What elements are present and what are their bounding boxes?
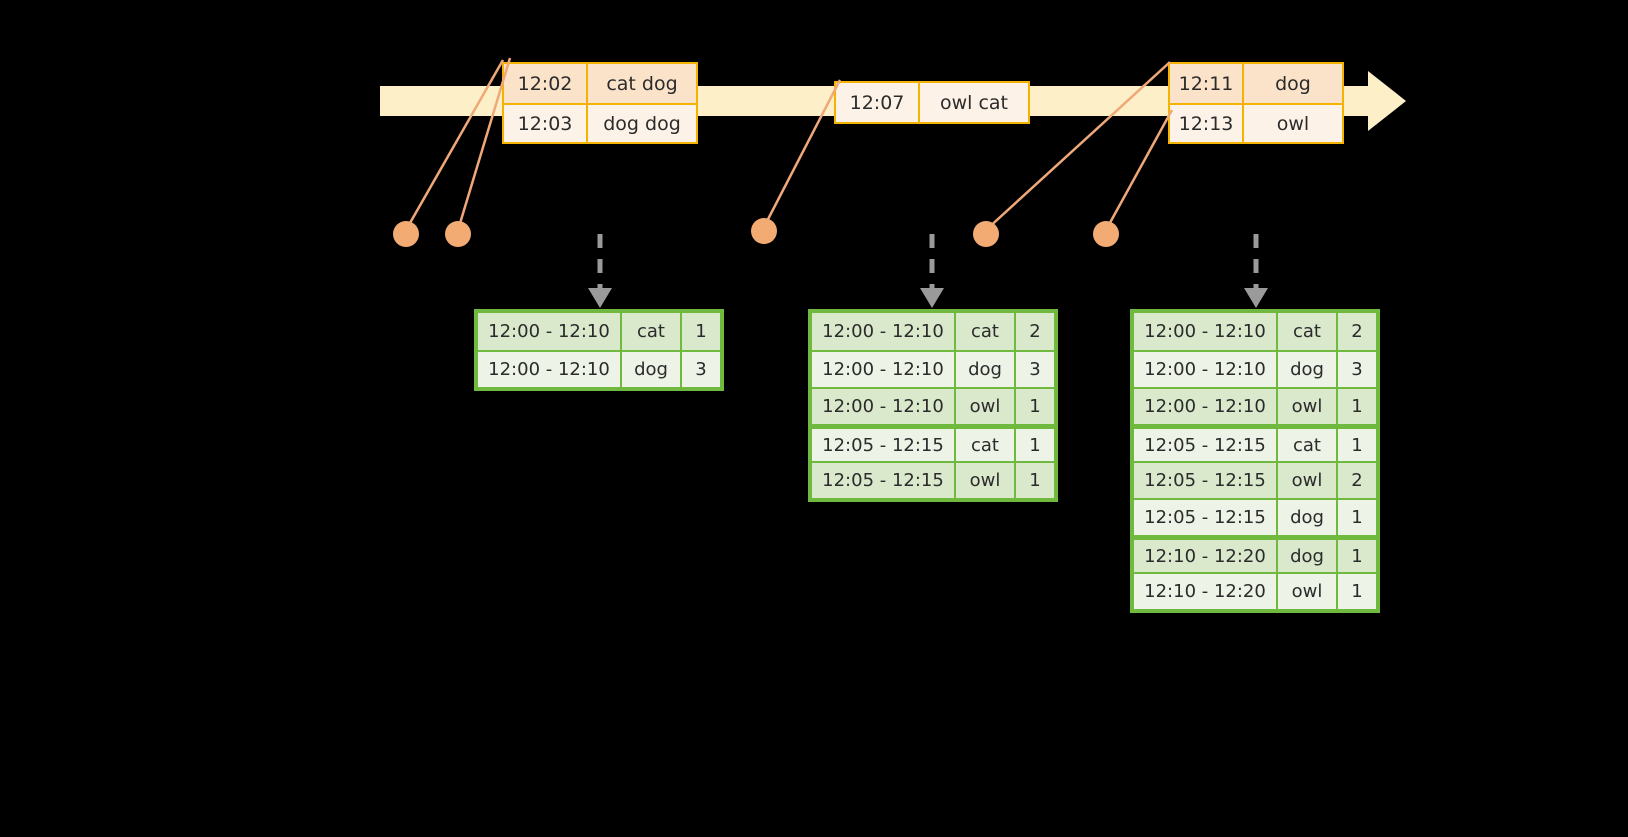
event-group-b[interactable]: 12:07 owl cat [834, 81, 1030, 124]
count-cell: 1 [1351, 396, 1363, 417]
event-words: dog [1275, 72, 1311, 95]
event-dot[interactable] [1093, 221, 1119, 247]
timeline-arrowhead-icon [1368, 71, 1406, 131]
table-row[interactable]: 12:10 - 12:20 owl 1 [1134, 572, 1376, 609]
table-row[interactable]: 12:00 - 12:10 cat 2 [1134, 313, 1376, 350]
count-cell: 1 [1029, 396, 1041, 417]
word-cell: dog [1278, 352, 1338, 387]
event-group-c[interactable]: 12:11 dog 12:13 owl [1168, 62, 1344, 144]
table-row[interactable]: 12:00 - 12:10 cat 2 [812, 313, 1054, 350]
word-cell: dog [622, 352, 682, 387]
table-row[interactable]: 12:05 - 12:15 cat 1 [812, 424, 1054, 461]
window-cell: 12:05 - 12:15 [812, 463, 956, 498]
window-cell: 12:00 - 12:10 [478, 352, 622, 387]
word-cell: cat [956, 313, 1016, 350]
table-row[interactable]: 12:00 - 12:10 owl 1 [1134, 387, 1376, 424]
event-time: 12:13 [1170, 105, 1244, 142]
table-row[interactable]: 12:00 - 12:10 dog 3 [478, 350, 720, 387]
count-cell: 1 [1029, 470, 1041, 491]
event-words: owl [1276, 112, 1310, 135]
word-cell: dog [1278, 540, 1338, 572]
event-group-a[interactable]: 12:02 cat dog 12:03 dog dog [502, 62, 698, 144]
result-table-3[interactable]: 12:00 - 12:10 cat 2 12:00 - 12:10 dog 3 … [1130, 309, 1380, 613]
count-cell: 1 [1351, 434, 1363, 456]
table-row[interactable]: 12:05 - 12:15 owl 2 [1134, 461, 1376, 498]
count-cell: 2 [1029, 321, 1041, 342]
connector-line-5 [1104, 109, 1174, 231]
event-row[interactable]: 12:07 owl cat [836, 83, 1028, 122]
event-time: 12:11 [1170, 64, 1244, 103]
event-time: 12:02 [504, 64, 588, 103]
emit-arrowhead-icon [1244, 288, 1268, 308]
event-dots [393, 218, 1119, 247]
word-cell: owl [1278, 574, 1338, 609]
event-time: 12:07 [836, 83, 920, 122]
window-cell: 12:00 - 12:10 [812, 313, 956, 350]
word-cell: cat [622, 313, 682, 350]
count-cell: 3 [1029, 359, 1041, 380]
word-cell: dog [956, 352, 1016, 387]
event-words: cat dog [606, 72, 678, 95]
window-cell: 12:00 - 12:10 [478, 313, 622, 350]
event-row[interactable]: 12:03 dog dog [504, 103, 696, 142]
event-row[interactable]: 12:13 owl [1170, 103, 1342, 142]
event-row[interactable]: 12:02 cat dog [504, 64, 696, 103]
word-cell: dog [1278, 500, 1338, 535]
window-cell: 12:00 - 12:10 [1134, 352, 1278, 387]
window-cell: 12:05 - 12:15 [812, 429, 956, 461]
word-cell: cat [1278, 313, 1338, 350]
event-dot[interactable] [393, 221, 419, 247]
event-time: 12:03 [504, 105, 588, 142]
result-table-1[interactable]: 12:00 - 12:10 cat 1 12:00 - 12:10 dog 3 [474, 309, 724, 391]
count-cell: 1 [1351, 581, 1363, 602]
count-cell: 1 [695, 321, 707, 342]
emit-arrowhead-icon [588, 288, 612, 308]
window-cell: 12:05 - 12:15 [1134, 500, 1278, 535]
event-dot[interactable] [973, 221, 999, 247]
table-row[interactable]: 12:00 - 12:10 dog 3 [1134, 350, 1376, 387]
window-cell: 12:05 - 12:15 [1134, 429, 1278, 461]
event-dot[interactable] [751, 218, 777, 244]
table-row[interactable]: 12:00 - 12:10 dog 3 [812, 350, 1054, 387]
table-row[interactable]: 12:05 - 12:15 cat 1 [1134, 424, 1376, 461]
word-cell: owl [956, 463, 1016, 498]
window-cell: 12:10 - 12:20 [1134, 540, 1278, 572]
window-cell: 12:00 - 12:10 [1134, 313, 1278, 350]
count-cell: 3 [695, 359, 707, 380]
word-cell: owl [1278, 463, 1338, 498]
window-cell: 12:00 - 12:10 [812, 352, 956, 387]
table-row[interactable]: 12:05 - 12:15 owl 1 [812, 461, 1054, 498]
emit-arrowheads [588, 288, 1268, 308]
event-dot[interactable] [445, 221, 471, 247]
emit-arrowhead-icon [920, 288, 944, 308]
table-row[interactable]: 12:05 - 12:15 dog 1 [1134, 498, 1376, 535]
word-cell: cat [956, 429, 1016, 461]
window-cell: 12:05 - 12:15 [1134, 463, 1278, 498]
word-cell: owl [956, 389, 1016, 424]
event-row[interactable]: 12:11 dog [1170, 64, 1342, 103]
emit-arrows [597, 234, 1259, 288]
window-cell: 12:00 - 12:10 [1134, 389, 1278, 424]
table-row[interactable]: 12:10 - 12:20 dog 1 [1134, 535, 1376, 572]
table-row[interactable]: 12:00 - 12:10 owl 1 [812, 387, 1054, 424]
count-cell: 2 [1351, 321, 1363, 342]
table-row[interactable]: 12:00 - 12:10 cat 1 [478, 313, 720, 350]
count-cell: 3 [1351, 359, 1363, 380]
count-cell: 1 [1351, 545, 1363, 567]
window-cell: 12:00 - 12:10 [812, 389, 956, 424]
count-cell: 2 [1351, 470, 1363, 491]
result-table-2[interactable]: 12:00 - 12:10 cat 2 12:00 - 12:10 dog 3 … [808, 309, 1058, 502]
count-cell: 1 [1029, 434, 1041, 456]
word-cell: cat [1278, 429, 1338, 461]
word-cell: owl [1278, 389, 1338, 424]
window-cell: 12:10 - 12:20 [1134, 574, 1278, 609]
count-cell: 1 [1351, 507, 1363, 528]
event-words: owl cat [939, 91, 1009, 114]
event-words: dog dog [603, 112, 681, 135]
